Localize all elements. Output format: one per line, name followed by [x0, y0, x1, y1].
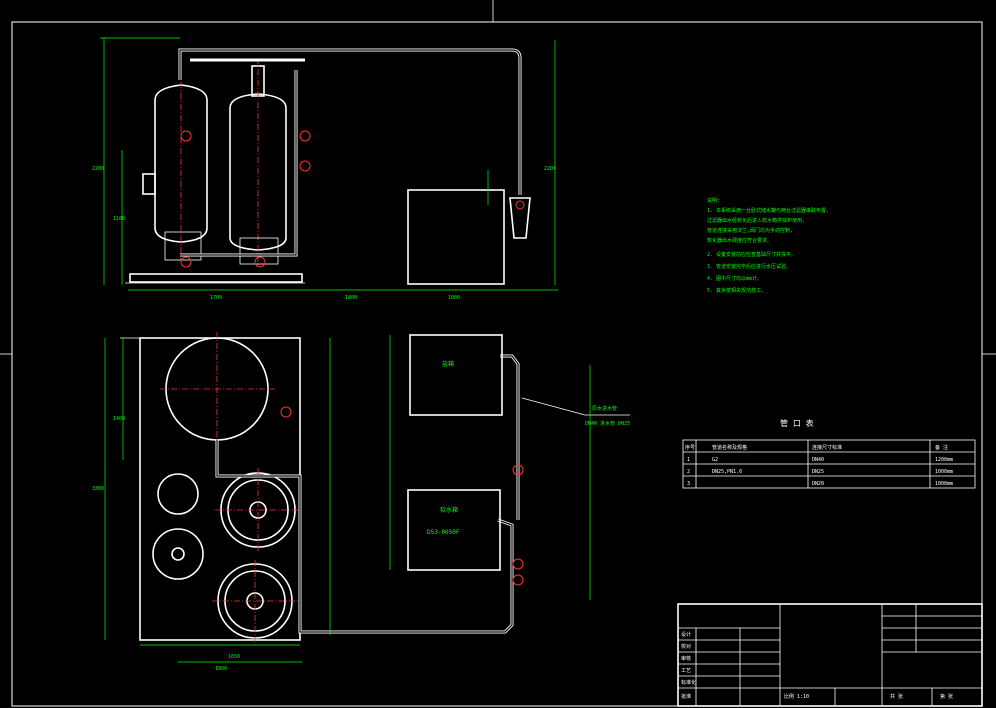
title-row-4: 标准化	[681, 679, 696, 686]
plan-view: 盐箱 软水箱 DS3-0050F 原水进水管 DN40 进水管 DN25 330…	[92, 332, 630, 672]
pipe-table-header-1: 管道名称及规格	[712, 444, 747, 451]
pipe-row-0-std: DN40	[812, 457, 824, 463]
pipe-row-2-no: 3	[687, 481, 690, 487]
pipe-row-1-note: 1000mm	[935, 469, 953, 475]
dim-left-top: 1400	[113, 416, 125, 422]
note-line-8: 5. 其余按相关规范施工。	[707, 287, 766, 294]
pipe-row-0-no: 1	[687, 457, 690, 463]
pipe-table-header-3: 备 注	[935, 444, 948, 451]
pipe-row-0-name: G2	[712, 457, 718, 463]
pipe-row-0-note: 1200mm	[935, 457, 953, 463]
pipe-table: 管 口 表 序号 管道名称及规格 连接尺寸标准 备 注 1 G2 DN40 12…	[682, 418, 976, 489]
drawing-border	[11, 21, 983, 707]
note-line-0: 说明:	[707, 197, 720, 204]
pipe-row-1-no: 2	[687, 469, 690, 475]
pipe-table-title: 管 口 表	[780, 418, 814, 428]
softener-tank-label: 软水箱	[440, 506, 458, 514]
title-block: 设计 校对 审核 工艺 标准化 批准 比例 1:10 共 张 第 张	[677, 603, 983, 707]
dim-height-total: 2200	[92, 166, 104, 172]
title-sheet: 共 张	[890, 693, 903, 700]
title-sheet2: 第 张	[940, 693, 953, 700]
inlet-size: DN40 进水管 DN25	[585, 420, 630, 427]
note-line-3: 管道连接采用法兰,阀门均为手动控制,	[707, 227, 793, 234]
pipe-row-1-name: DN25,PN1.6	[712, 469, 742, 475]
pipe-row-2-note: 1000mm	[935, 481, 953, 487]
title-row-5: 批准	[681, 693, 691, 700]
pipe-table-header-2: 连接尺寸标准	[812, 444, 842, 451]
title-row-0: 设计	[681, 631, 691, 638]
pipe-row-1-std: DN25	[812, 469, 824, 475]
border-crosses	[0, 0, 996, 355]
dim-height-part: 1100	[113, 216, 125, 222]
note-line-2: 过滤器出水经软化后进入软水箱供锅炉使用,	[707, 217, 805, 224]
note-line-7: 4. 图中尺寸均以mm计。	[707, 275, 762, 282]
note-line-6: 3. 管道安装完毕后应进行水压试验。	[707, 263, 791, 270]
front-elevation: 2200 1100 1700 1800 1000 2200	[92, 37, 558, 301]
dim-width-mid: 1800	[345, 295, 357, 301]
technical-notes: 说明: 1. 本系统采用一台卧式储水罐与两台过滤器串联布置, 过滤器出水经软化后…	[707, 197, 829, 294]
title-row-2: 审核	[681, 655, 691, 662]
dim-width-right: 1000	[448, 295, 460, 301]
pipe-row-2-std: DN20	[812, 481, 824, 487]
salt-tank-label: 盐箱	[442, 360, 454, 368]
title-scale: 比例 1:10	[784, 693, 809, 700]
inlet-note: 原水进水管	[592, 405, 617, 412]
dim-bottom-width: 1650	[228, 654, 240, 660]
note-line-4: 软化器出水硬度应符合要求。	[707, 237, 772, 244]
note-line-1: 1. 本系统采用一台卧式储水罐与两台过滤器串联布置,	[707, 207, 829, 214]
dim-right-height: 2200	[544, 166, 556, 172]
dim-overall-height: 3300	[92, 486, 104, 492]
tank-model-label: DS3-0050F	[427, 529, 460, 536]
dim-width-left: 1700	[210, 295, 222, 301]
note-line-5: 2. 设备安装前应检查基础尺寸并找平。	[707, 251, 796, 258]
pipe-table-header-0: 序号	[685, 444, 695, 451]
dim-base-width: 1800	[215, 666, 227, 672]
title-row-3: 工艺	[681, 668, 691, 674]
title-row-1: 校对	[681, 643, 691, 650]
